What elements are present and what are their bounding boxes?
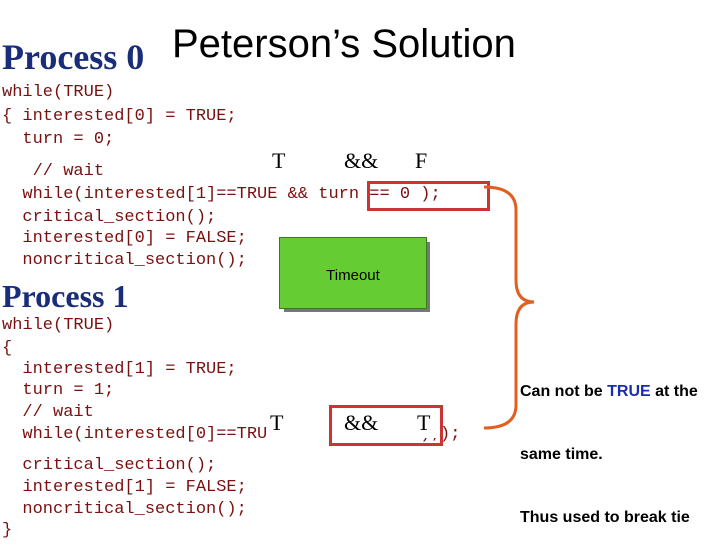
slide-title: Peterson’s Solution xyxy=(172,22,516,66)
note-line-1: Can not be TRUE at the xyxy=(520,383,698,400)
code-line: { xyxy=(2,339,13,358)
code-line-tail: ); xyxy=(440,425,461,444)
timeout-label: Timeout xyxy=(326,266,380,284)
code-line: critical_section(); xyxy=(2,456,217,475)
process-0-heading: Process 0 xyxy=(2,37,145,77)
note-line-2: same time. xyxy=(520,446,603,463)
code-comment: // wait xyxy=(2,162,105,181)
eval-left: T xyxy=(270,410,284,435)
eval-operator: && xyxy=(344,148,379,173)
code-line: } xyxy=(2,521,13,540)
code-line: interested[1] = TRUE; xyxy=(2,360,237,379)
code-line-while-condition: while(interested[1]==TRUE && turn == 0 )… xyxy=(2,185,441,204)
process-0-eval: T && F xyxy=(270,148,440,174)
code-line: while(TRUE) xyxy=(2,316,115,335)
tie-break-note: Can not be TRUE at the same time. Thus u… xyxy=(520,339,698,549)
turn-condition-highlight xyxy=(367,181,490,211)
process-1-heading: Process 1 xyxy=(2,278,129,314)
eval-left: T xyxy=(272,148,286,173)
eval-operator: && xyxy=(344,410,379,435)
code-line: while(TRUE) xyxy=(2,83,115,102)
process-1-eval: T && T xyxy=(268,408,440,438)
timeout-box: Timeout xyxy=(279,237,427,309)
brace-connector xyxy=(483,185,535,430)
code-line: interested[1] = FALSE; xyxy=(2,478,247,497)
code-line: interested[0] = FALSE; xyxy=(2,229,247,248)
code-line: turn = 0; xyxy=(2,130,115,149)
code-line: noncritical_section(); xyxy=(2,251,247,270)
code-line: turn = 1; xyxy=(2,381,115,400)
eval-right: T xyxy=(417,410,431,435)
turn-condition-highlight xyxy=(329,405,443,446)
code-line: critical_section(); xyxy=(2,208,217,227)
code-line: noncritical_section(); xyxy=(2,500,247,519)
note-line-3: Thus used to break tie xyxy=(520,509,690,526)
code-comment: // wait xyxy=(2,403,94,422)
code-line: { interested[0] = TRUE; xyxy=(2,107,237,126)
eval-right: F xyxy=(415,148,428,173)
